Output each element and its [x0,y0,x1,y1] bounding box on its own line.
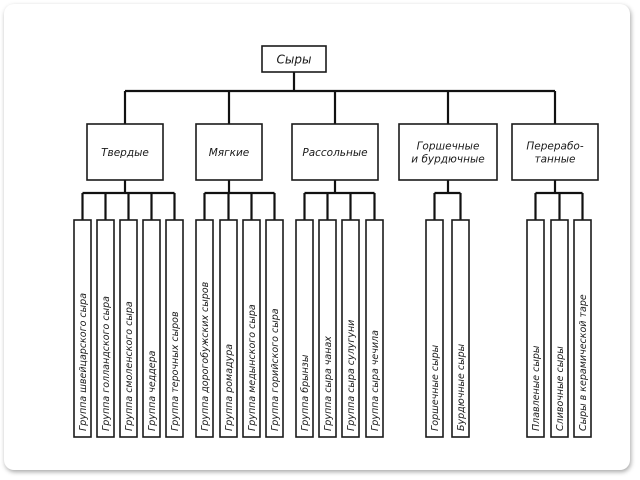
subgroup-item: Группа терочных сыров [165,219,184,438]
category-label: Рассольные [302,147,367,159]
subgroup-label: Группа медынского сыра [247,304,258,431]
subgroup-label: Группа чеддера [147,350,158,431]
subgroup-item: Группа брынзы [295,219,314,438]
subgroup-item: Группа сыра сулугуни [341,219,360,438]
subgroup-label: Группа смоленского сыра [124,301,135,431]
subgroup-item: Группа смоленского сыра [119,219,138,438]
category-label: Твердые [101,147,149,159]
subgroup-label: Горшечные сыры [430,344,441,431]
subgroup-box [195,219,214,438]
subgroup-item: Группа чеддера [142,219,161,438]
connectors [81,72,584,220]
subgroup-item: Группа сыра чечила [365,219,384,438]
category-label: Горшечные [417,141,480,153]
subgroup-item: Плавленые сыры [526,219,545,438]
category-box [86,123,164,181]
subgroup-box [318,219,337,438]
subgroup-label: Группа терочных сыров [170,311,181,431]
category-label: и бурдючные [411,154,484,166]
subgroup-item: Бурдючные сыры [451,219,470,438]
subgroup-item: Группа ромадура [219,219,238,438]
subgroup-label: Группа голландского сыра [101,296,112,431]
root-box [261,45,327,73]
subgroup-label: Группа дорогобужских сыров [200,281,211,431]
subgroup-box [96,219,115,438]
subgroup-label: Группа швейцарского сыра [78,293,89,431]
category-box [398,123,498,181]
subgroup-item: Группа дорогобужских сыров [195,219,214,438]
subgroup-label: Группа сыра чечила [370,330,381,431]
subgroup-label: Сыры в керамической таре [578,294,589,431]
root-label: Сыры [277,53,312,67]
subgroup-label: Группа сыра сулугуни [346,320,357,431]
subgroup-box [165,219,184,438]
category-label: Перерабо- [526,141,583,153]
subgroup-box [242,219,261,438]
subgroup-label: Группа сыра чанах [323,336,334,431]
subgroup-item: Горшечные сыры [425,219,444,438]
subgroup-box [526,219,545,438]
subgroup-item: Группа сыра чанах [318,219,337,438]
subgroup-box [219,219,238,438]
subgroup-box [119,219,138,438]
category-box [291,123,379,181]
subgroup-item: Группа швейцарского сыра [73,219,92,438]
subgroup-box [550,219,569,438]
subgroup-box [265,219,284,438]
subgroup-box [573,219,592,438]
root-node: Сыры [261,45,327,73]
subgroup-label: Группа горийского сыра [270,308,281,431]
subgroup-box [73,219,92,438]
subgroup-box [365,219,384,438]
subgroup-item: Группа голландского сыра [96,219,115,438]
subgroup-box [451,219,470,438]
category-box [195,123,263,181]
subgroup-label: Плавленые сыры [531,345,542,431]
subgroup-box [295,219,314,438]
subgroup-item: Сыры в керамической таре [573,219,592,438]
subgroup-box [425,219,444,438]
subgroup-item: Группа горийского сыра [265,219,284,438]
subgroup-label: Группа ромадура [224,344,235,431]
subgroup-box [341,219,360,438]
category-label: танные [534,154,575,166]
category-box [511,123,599,181]
subgroup-label: Группа брынзы [300,354,311,431]
subgroup-label: Бурдючные сыры [456,343,467,431]
subgroup-item: Группа медынского сыра [242,219,261,438]
subgroup-box [142,219,161,438]
subgroup-item: Сливочные сыры [550,219,569,438]
subgroup-label: Сливочные сыры [555,346,566,431]
category-label: Мягкие [209,147,250,159]
